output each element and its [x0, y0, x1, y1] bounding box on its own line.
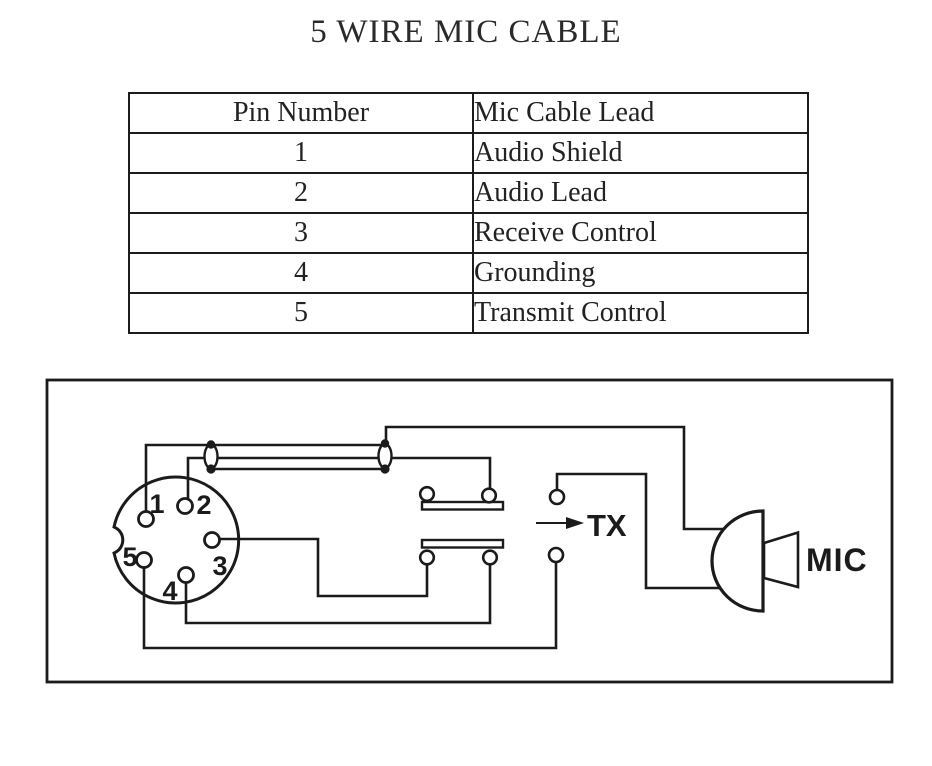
connector-body: [112, 475, 241, 605]
pin-number-cell: 5: [128, 292, 474, 334]
wire-pin5-transmit: [142, 562, 558, 650]
shield-dot: [380, 439, 390, 448]
tx-contact-lower: [547, 546, 565, 564]
shield-dot: [380, 464, 390, 474]
shield-dot: [206, 440, 216, 449]
pin-3-label: 3: [212, 551, 227, 581]
lead-cell: Transmit Control: [472, 292, 809, 334]
tx-label: TX: [587, 508, 627, 543]
table-row: 4 Grounding: [128, 252, 809, 294]
wire-mic-to-tx-contact: [555, 472, 724, 590]
wire-pin3-receive: [219, 537, 429, 598]
pin-number-cell: 4: [128, 252, 474, 294]
pin-assignment-table: Pin Number Mic Cable Lead 1 Audio Shield…: [128, 92, 809, 334]
tx-arrow-icon: [536, 517, 584, 529]
mic-icon: [710, 509, 800, 613]
table-row: 3 Receive Control: [128, 212, 809, 254]
receive-switch-bar: [420, 500, 505, 511]
lead-cell: Grounding: [472, 252, 809, 294]
pin-5-label: 5: [122, 542, 137, 572]
lead-cell: Audio Shield: [472, 132, 809, 174]
pin-2-contact: [176, 497, 194, 515]
table-row: 1 Audio Shield: [128, 132, 809, 174]
transmit-switch-bar: [420, 538, 505, 549]
lead-cell: Audio Lead: [472, 172, 809, 214]
wire-pin1-shield-top: [144, 443, 385, 511]
receive-switch-contact-right: [480, 487, 498, 504]
pin-2-label: 2: [196, 490, 211, 520]
table-header-mic-cable-lead: Mic Cable Lead: [472, 92, 809, 134]
pin-1-contact: [137, 510, 155, 528]
diagram-frame: [45, 378, 894, 684]
pin-4-contact: [177, 566, 195, 584]
pin-4-label: 4: [162, 576, 177, 606]
lead-cell: Receive Control: [472, 212, 809, 254]
shield-dot: [206, 464, 216, 474]
wire-pin4-ground: [184, 564, 492, 625]
pin-1-label: 1: [149, 489, 164, 519]
mic-label: MIC: [806, 542, 868, 578]
page-title: 5 WIRE MIC CABLE: [310, 14, 622, 50]
transmit-switch-contact-right: [481, 549, 499, 566]
pin-number-cell: 3: [128, 212, 474, 254]
pin-number-cell: 1: [128, 132, 474, 174]
pin-5-contact: [135, 551, 153, 569]
table-header-pin-number: Pin Number: [128, 92, 474, 134]
wire-shield-to-mic: [384, 425, 731, 531]
receive-switch-contact-left: [418, 485, 436, 503]
transmit-switch-contact-left: [418, 549, 436, 566]
pin-3-contact: [203, 531, 221, 549]
tx-contact-upper: [548, 488, 566, 506]
table-header-row: Pin Number Mic Cable Lead: [128, 92, 809, 134]
table-row: 5 Transmit Control: [128, 292, 809, 334]
table-row: 2 Audio Lead: [128, 172, 809, 214]
pin-number-cell: 2: [128, 172, 474, 214]
wire-pin2-audio: [186, 456, 492, 499]
